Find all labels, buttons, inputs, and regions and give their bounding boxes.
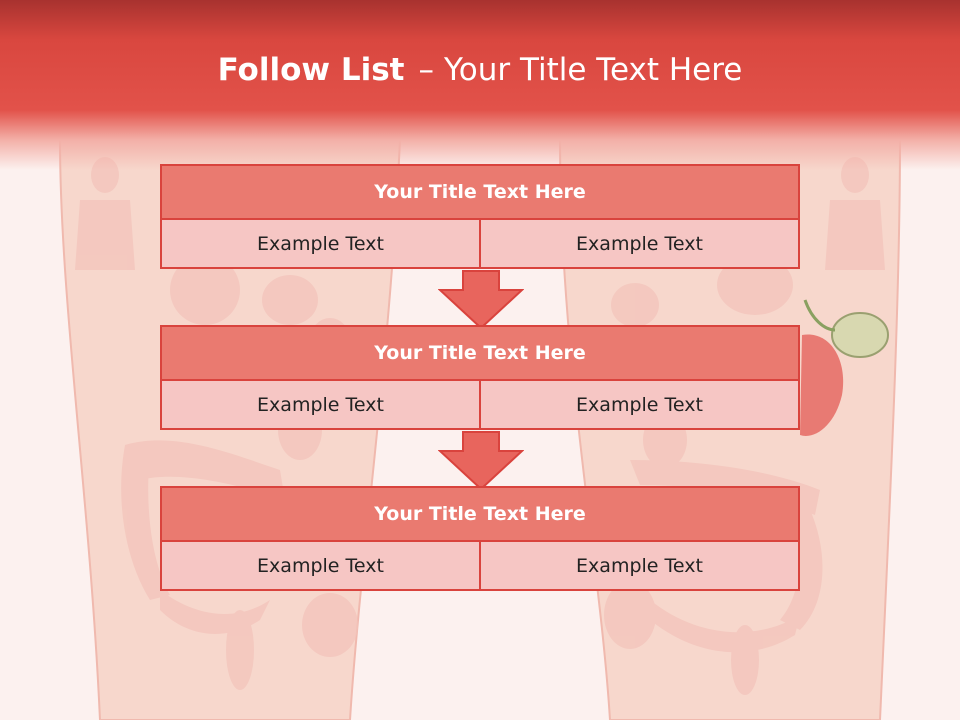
block-row: Example Text Example Text	[160, 220, 800, 269]
block-cell-left: Example Text	[160, 542, 481, 591]
block-row: Example Text Example Text	[160, 381, 800, 430]
slide-title: Follow List–Your Title Text Here	[0, 52, 960, 88]
slide-title-rest: Your Title Text Here	[443, 52, 743, 88]
list-block-1: Your Title Text Here Example Text Exampl…	[160, 164, 800, 269]
block-title: Your Title Text Here	[160, 486, 800, 542]
slide-title-bold: Follow List	[217, 52, 405, 88]
block-title: Your Title Text Here	[160, 164, 800, 220]
slide-title-dash: –	[418, 52, 434, 88]
down-arrow-icon	[438, 270, 524, 330]
block-cell-right: Example Text	[481, 220, 800, 269]
block-title: Your Title Text Here	[160, 325, 800, 381]
header-band	[0, 0, 960, 170]
list-block-2: Your Title Text Here Example Text Exampl…	[160, 325, 800, 430]
block-cell-right: Example Text	[481, 381, 800, 430]
down-arrow-icon	[438, 431, 524, 491]
list-block-3: Your Title Text Here Example Text Exampl…	[160, 486, 800, 591]
block-cell-right: Example Text	[481, 542, 800, 591]
block-cell-left: Example Text	[160, 220, 481, 269]
block-row: Example Text Example Text	[160, 542, 800, 591]
block-cell-left: Example Text	[160, 381, 481, 430]
